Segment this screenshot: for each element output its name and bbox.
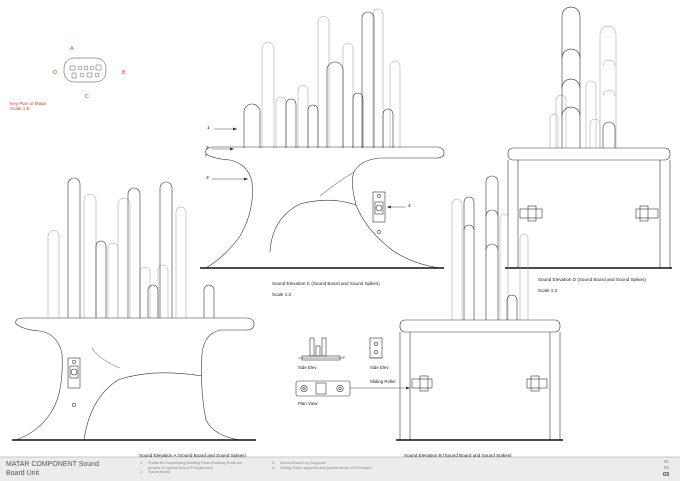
callout-4: 4 bbox=[408, 204, 411, 209]
key-plan-caption: Key Plan of Matar Scale 1:5 bbox=[10, 101, 47, 112]
key-plan-diagram bbox=[63, 57, 107, 83]
side-elev-label-right: Side Elev bbox=[370, 365, 389, 370]
elevation-a-drawing bbox=[12, 177, 256, 441]
callout-1: 1 bbox=[207, 126, 210, 131]
note-line: proxies for typical Sound Frequencies) bbox=[148, 465, 213, 470]
sheet-index-top: 01 bbox=[664, 459, 669, 464]
key-plan-title: Key Plan of Matar bbox=[10, 101, 47, 106]
elevation-a-title: Sound Elevation A (Sound Board and Sound… bbox=[139, 453, 247, 459]
sheet-number: 03 bbox=[663, 472, 670, 478]
key-plan-scale: Scale 1:5 bbox=[10, 106, 30, 112]
key-plan-letter-c: C bbox=[85, 94, 89, 100]
note-line: 4.Sliding Roller supports and guides tra… bbox=[272, 465, 372, 470]
elevation-b-title: Sound Elevation B (Sound Board and Sound… bbox=[404, 453, 512, 459]
title-block: MATAR COMPONENT Sound Board Unit 1.Shaft… bbox=[0, 457, 680, 481]
sheet-index-mid: 02 bbox=[664, 465, 669, 470]
elevation-c-caption: Sound Elevation C (Sound Board and Sound… bbox=[272, 276, 380, 303]
notes-right: 3.Sound Board Leg Supports 4.Sliding Rol… bbox=[272, 461, 372, 470]
elevation-b-drawing bbox=[396, 175, 563, 441]
sliding-roller-label: Sliding Roller bbox=[370, 379, 396, 384]
key-plan-letter-a: A bbox=[70, 46, 74, 52]
detail-plan-view bbox=[295, 380, 410, 397]
elevation-d-scale: Scale 1:2 bbox=[538, 288, 558, 294]
detail-side-elev-left bbox=[298, 337, 345, 361]
footer-title-line2: Board Unit bbox=[6, 469, 40, 477]
plan-view-label: Plan View bbox=[298, 401, 318, 406]
elevation-d-title: Sound Elevation D (Sound Board and Sound… bbox=[538, 277, 646, 283]
detail-side-elev-right bbox=[369, 337, 383, 359]
elevation-c-drawing bbox=[200, 8, 445, 269]
elevation-d-caption: Sound Elevation D (Sound Board and Sound… bbox=[538, 272, 646, 299]
side-elev-label-left: Side Elev bbox=[298, 365, 317, 370]
note-line: 1.Shafts for Suspending Building Rods (B… bbox=[140, 461, 243, 465]
callout-3: 3 bbox=[206, 176, 209, 181]
key-plan-letter-b: B bbox=[122, 70, 126, 76]
key-plan-letter-d: D bbox=[53, 70, 57, 76]
footer-title-line1: MATAR COMPONENT Sound bbox=[6, 461, 99, 468]
notes-left: 1.Shafts for Suspending Building Rods (B… bbox=[140, 461, 242, 475]
elevation-c-scale: Scale 1:2 bbox=[272, 292, 292, 298]
callout-2: 2 bbox=[206, 146, 209, 151]
elevation-d-drawing bbox=[505, 6, 672, 269]
note-line: 2.Sound Board bbox=[140, 470, 171, 475]
note-line: 3.Sound Board Leg Supports bbox=[272, 461, 326, 465]
elevation-c-title: Sound Elevation C (Sound Board and Sound… bbox=[272, 281, 380, 287]
